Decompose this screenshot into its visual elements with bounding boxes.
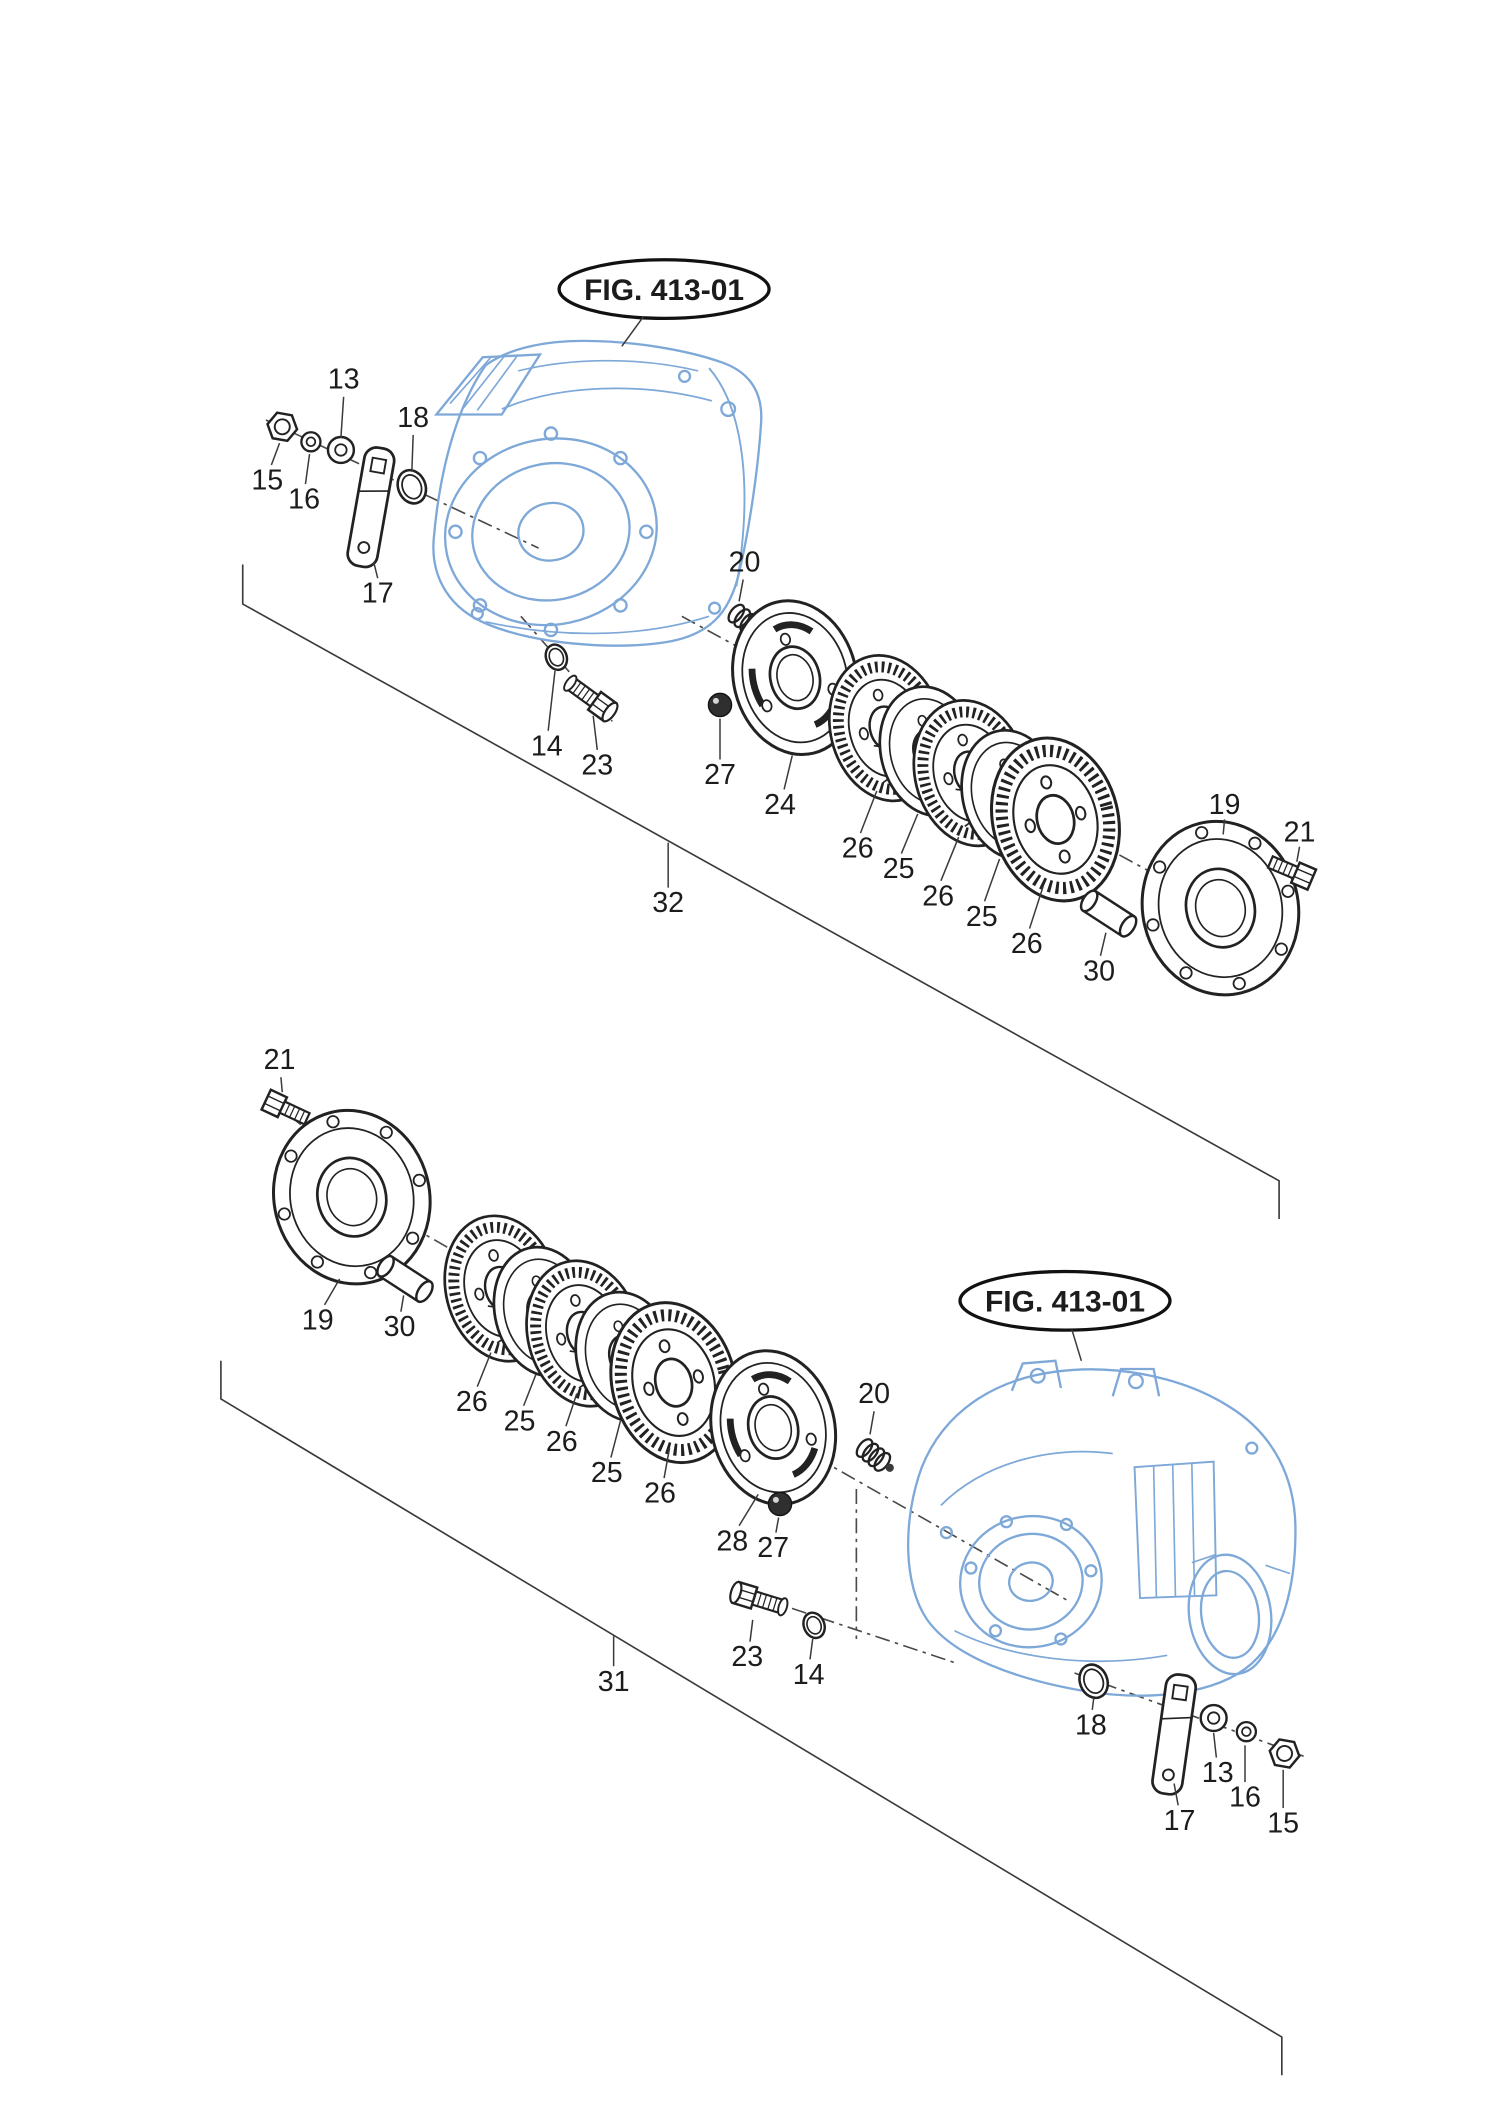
figure-label-bottom: FIG. 413-01 xyxy=(985,1286,1145,1319)
callout-26-top-3: 26 xyxy=(1011,928,1043,960)
callout-26-top-1: 26 xyxy=(842,833,874,865)
o-ring-14-bottom xyxy=(798,1608,830,1643)
seal-18-top xyxy=(391,464,433,509)
brake-cover-19-bottom xyxy=(253,1092,450,1303)
callout-18-bottom: 18 xyxy=(1075,1709,1107,1741)
callout-25-top-1: 25 xyxy=(883,853,915,885)
figure-reference-bottom: FIG. 413-01 xyxy=(958,1269,1172,1362)
callout-15-bottom: 15 xyxy=(1267,1808,1299,1840)
callout-21-top: 21 xyxy=(1284,816,1316,848)
assembly-bracket-32 xyxy=(241,564,1280,1219)
callout-27-top: 27 xyxy=(704,759,736,791)
figure-reference-top: FIG. 413-01 xyxy=(557,258,771,347)
callout-30-top: 30 xyxy=(1083,955,1115,987)
callouts-top: 13 18 15 16 17 20 14 23 27 24 26 25 26 2… xyxy=(251,364,1315,988)
callout-31: 31 xyxy=(598,1666,630,1698)
washer-13-bottom xyxy=(1199,1703,1228,1733)
joint-fitting-23-bottom xyxy=(726,1579,792,1620)
callout-23-bottom: 23 xyxy=(731,1641,763,1673)
callout-32: 32 xyxy=(652,887,684,919)
callout-27-bottom: 27 xyxy=(757,1532,789,1564)
callout-20-top: 20 xyxy=(729,546,761,578)
washer-13-top xyxy=(326,435,356,465)
callout-18-top: 18 xyxy=(397,402,429,434)
callout-19-top: 19 xyxy=(1209,789,1241,821)
spring-20-bottom xyxy=(852,1435,901,1480)
callout-30-bottom: 30 xyxy=(384,1311,416,1343)
nut-15-bottom xyxy=(1266,1736,1303,1771)
callout-28: 28 xyxy=(716,1525,748,1557)
callout-26-bottom-3: 26 xyxy=(644,1478,676,1510)
washer-16-top xyxy=(300,431,322,453)
callout-26-top-2: 26 xyxy=(922,880,954,912)
callout-16-bottom: 16 xyxy=(1229,1782,1261,1814)
seal-18-bottom xyxy=(1073,1659,1114,1704)
washer-16-bottom xyxy=(1235,1720,1258,1743)
steel-ball-27-bottom xyxy=(767,1491,793,1517)
callout-26-bottom-2: 26 xyxy=(546,1426,578,1458)
callout-16-top: 16 xyxy=(288,484,320,516)
callout-leaders-bottom xyxy=(280,1077,1284,1809)
callout-19-bottom: 19 xyxy=(302,1304,334,1336)
callout-24: 24 xyxy=(764,789,796,821)
anchor-bracket-17-top xyxy=(344,444,398,571)
callout-17-top: 17 xyxy=(362,578,394,610)
axle-housing-top xyxy=(432,339,763,647)
callout-21-bottom: 21 xyxy=(264,1044,296,1076)
callout-26-bottom-1: 26 xyxy=(456,1386,488,1418)
callout-15-top: 15 xyxy=(251,465,283,497)
callout-14-bottom: 14 xyxy=(793,1659,825,1691)
callout-leaders-top xyxy=(270,396,1301,956)
callout-17-bottom: 17 xyxy=(1164,1805,1196,1837)
callouts-bottom: 21 19 30 26 25 26 25 26 28 27 20 23 14 1… xyxy=(264,1044,1299,1840)
nut-15-top xyxy=(264,410,301,444)
figure-label-top: FIG. 413-01 xyxy=(584,274,744,307)
callout-25-bottom-1: 25 xyxy=(504,1405,536,1437)
axle-housing-bottom xyxy=(906,1359,1297,1697)
assembly-bracket-31 xyxy=(220,1360,1283,2076)
callout-23-top: 23 xyxy=(581,749,613,781)
anchor-bracket-17-bottom xyxy=(1149,1671,1199,1798)
callout-13-bottom: 13 xyxy=(1202,1757,1234,1789)
steel-ball-27-top xyxy=(707,692,733,718)
callout-25-top-2: 25 xyxy=(966,901,998,933)
callout-25-bottom-2: 25 xyxy=(591,1457,623,1489)
bolt-21-bottom xyxy=(260,1088,313,1130)
callout-13-top: 13 xyxy=(328,364,360,396)
callout-20-bottom: 20 xyxy=(858,1378,890,1410)
callout-14-top: 14 xyxy=(531,730,563,762)
joint-fitting-23-top xyxy=(559,670,622,725)
pin-30-top xyxy=(1076,886,1141,941)
